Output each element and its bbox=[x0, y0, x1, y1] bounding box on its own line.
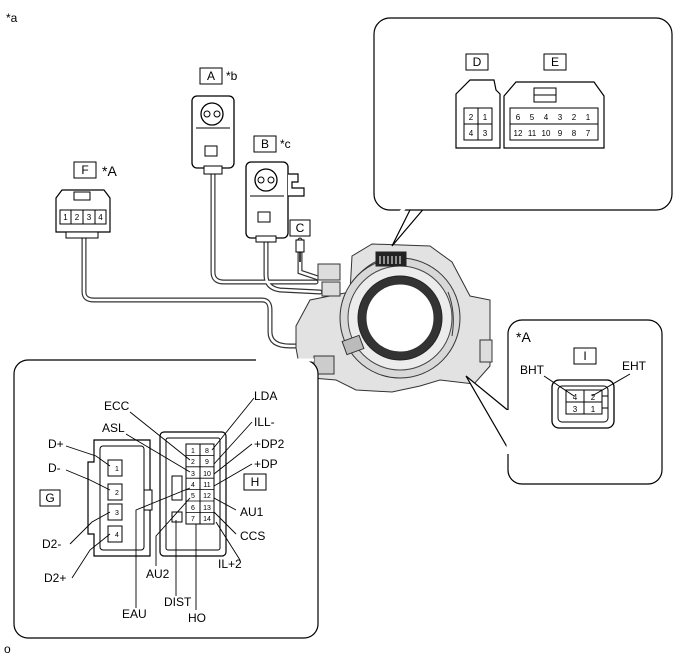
connector-F-note: *A bbox=[102, 163, 117, 179]
connector-H-pin: 12 bbox=[203, 493, 211, 500]
connector-H-pin: 9 bbox=[205, 459, 209, 466]
terminal-lda: LDA bbox=[254, 389, 277, 403]
connector-H-pin: 1 bbox=[191, 448, 195, 455]
connector-F-pin: 2 bbox=[75, 213, 80, 222]
terminal-ecc: ECC bbox=[104, 399, 130, 413]
harness-wires-fill bbox=[82, 170, 354, 348]
connector-F-pin: 4 bbox=[98, 213, 103, 222]
connector-H-pin: 4 bbox=[191, 482, 195, 489]
connector-E-letter: E bbox=[551, 55, 559, 69]
connector-B-note: *c bbox=[280, 137, 291, 151]
terminal-d-minus: D- bbox=[48, 461, 61, 475]
connector-F-letter: F bbox=[81, 163, 88, 177]
terminal-dp2: +DP2 bbox=[254, 437, 285, 451]
connector-G-letter: G bbox=[45, 491, 54, 505]
connector-F-pin: 1 bbox=[63, 213, 68, 222]
connector-B-letter: B bbox=[261, 137, 269, 151]
connector-H-pin: 6 bbox=[191, 505, 195, 512]
connector-I-pin: 2 bbox=[591, 393, 596, 402]
connector-G-pin: 4 bbox=[115, 532, 119, 539]
connector-E-pin: 4 bbox=[544, 113, 549, 122]
connector-H: 1 2 3 4 5 6 7 8 9 10 11 12 13 14 bbox=[159, 431, 227, 557]
connector-H-letter: H bbox=[251, 475, 260, 489]
connector-E-pin: 11 bbox=[528, 129, 537, 138]
connector-E-pin: 5 bbox=[530, 113, 535, 122]
connector-C-label-box bbox=[289, 219, 311, 237]
connector-H-pin: 11 bbox=[203, 482, 210, 489]
connector-E-label-box bbox=[543, 53, 567, 71]
terminal-leader-lines bbox=[65, 397, 255, 610]
connector-H-pin: 3 bbox=[191, 471, 195, 478]
connector-D-letter: D bbox=[473, 55, 482, 69]
connector-E-pin: 8 bbox=[572, 129, 577, 138]
connector-F-pin: 3 bbox=[87, 213, 92, 222]
connector-H-pin: 8 bbox=[205, 448, 209, 455]
eht-label: EHT bbox=[622, 359, 647, 373]
connector-G-pin: 1 bbox=[115, 466, 119, 473]
connector-F-label-box bbox=[73, 161, 97, 179]
callout-leader-i bbox=[465, 375, 511, 455]
connector-E: 6 5 4 3 2 1 12 11 10 9 8 7 bbox=[503, 81, 605, 149]
connector-B-label-box bbox=[253, 135, 277, 153]
connector-A-label-box bbox=[199, 67, 223, 85]
connector-I-pin: 4 bbox=[573, 393, 578, 402]
terminal-d2-plus: D2+ bbox=[44, 571, 66, 585]
connector-E-pin: 12 bbox=[514, 129, 523, 138]
connector-D-pin: 4 bbox=[469, 129, 474, 138]
connector-I-label-box bbox=[573, 347, 597, 365]
terminal-au1: AU1 bbox=[240, 505, 264, 519]
connector-H-pin: 14 bbox=[203, 516, 211, 523]
connector-G-pin: 2 bbox=[115, 490, 119, 497]
connector-H-pin: 13 bbox=[203, 505, 211, 512]
callout-leader-de bbox=[391, 205, 428, 247]
connector-G: 1 2 3 4 bbox=[87, 439, 153, 557]
terminal-asl: ASL bbox=[102, 421, 125, 435]
terminal-il2: IL+2 bbox=[218, 557, 242, 571]
connector-D-pin: 2 bbox=[469, 113, 474, 122]
connector-E-pin: 1 bbox=[586, 113, 591, 122]
connector-D-pin: 3 bbox=[483, 129, 488, 138]
terminal-d-plus: D+ bbox=[48, 437, 64, 451]
connector-I-pin: 1 bbox=[591, 405, 596, 414]
connector-C-letter: C bbox=[296, 221, 305, 235]
terminal-eau: EAU bbox=[122, 607, 147, 621]
terminal-ccs: CCS bbox=[240, 529, 265, 543]
terminal-ho: HO bbox=[188, 611, 206, 625]
terminal-dp: +DP bbox=[254, 457, 278, 471]
connector-H-pin: 7 bbox=[191, 516, 195, 523]
connector-A-note: *b bbox=[226, 69, 238, 83]
connector-E-pin: 2 bbox=[572, 113, 577, 122]
connector-D-label-box bbox=[465, 53, 489, 71]
terminal-ill: ILL- bbox=[254, 415, 275, 429]
connector-A bbox=[191, 95, 235, 175]
terminal-d2-minus: D2- bbox=[42, 537, 61, 551]
connector-H-pin: 10 bbox=[203, 471, 211, 478]
connector-E-pin: 9 bbox=[558, 129, 563, 138]
connector-H-pin: 2 bbox=[191, 459, 195, 466]
connector-D: 2 1 4 3 bbox=[455, 79, 501, 149]
terminal-au2: AU2 bbox=[146, 567, 170, 581]
connector-H-label-box bbox=[243, 473, 267, 491]
connector-I-pin: 3 bbox=[573, 405, 578, 414]
figure-note: *a bbox=[6, 11, 18, 25]
connector-B bbox=[245, 161, 305, 243]
connector-G-label-box bbox=[39, 489, 61, 507]
terminal-dist: DIST bbox=[164, 595, 192, 609]
connector-I-letter: I bbox=[583, 349, 586, 363]
connector-H-pin: 5 bbox=[191, 493, 195, 500]
connector-E-pin: 6 bbox=[516, 113, 521, 122]
spiral-cable-body bbox=[295, 243, 493, 393]
bht-label: BHT bbox=[520, 363, 545, 377]
detail-A-title: *A bbox=[516, 329, 531, 345]
connector-D-pin: 1 bbox=[483, 113, 488, 122]
connector-C bbox=[295, 239, 305, 262]
connector-F: 1 2 3 4 bbox=[55, 189, 111, 239]
connector-G-pin: 3 bbox=[115, 510, 119, 517]
bottom-mark: o bbox=[4, 642, 11, 656]
connector-E-pin: 10 bbox=[542, 129, 551, 138]
connector-A-letter: A bbox=[207, 69, 215, 83]
connector-E-pin: 7 bbox=[586, 129, 591, 138]
connector-E-pin: 3 bbox=[558, 113, 563, 122]
